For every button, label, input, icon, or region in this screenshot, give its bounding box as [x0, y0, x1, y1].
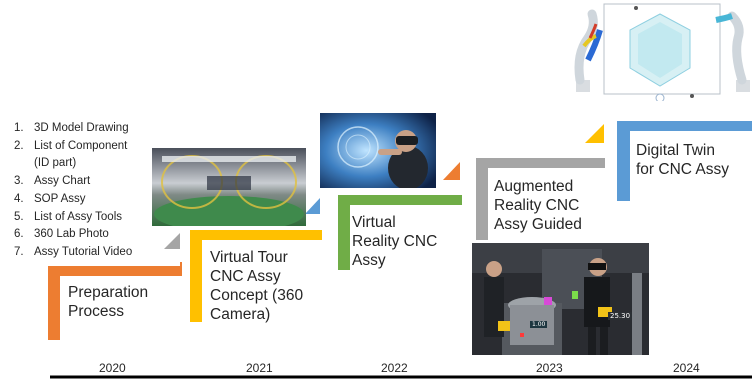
year-2021: 2021 — [246, 361, 273, 375]
step-virtual-reality-shape — [338, 195, 462, 270]
step-preparation-shape — [48, 262, 182, 340]
vr-headset-photo-icon — [320, 113, 436, 188]
arrow-augmented-reality — [585, 124, 604, 143]
arrow-virtual-reality — [443, 162, 460, 180]
step-digital-twin-shape — [617, 121, 752, 201]
year-2022: 2022 — [381, 361, 408, 375]
step-virtual-tour-shape — [190, 230, 322, 322]
list-item: 2.List of Component — [14, 139, 128, 152]
list-item: 3.Assy Chart — [14, 175, 91, 188]
panorama-photo-icon — [152, 148, 306, 226]
year-2024: 2024 — [673, 361, 700, 375]
year-2020: 2020 — [99, 361, 126, 375]
list-item: (ID part) — [34, 157, 77, 170]
robot-arm-digital-twin-icon — [566, 0, 752, 101]
ar-lab-photo-icon: 25.30 1.00 — [472, 243, 649, 355]
list-item: 1.3D Model Drawing — [14, 122, 129, 134]
list-item: 5.List of Assy Tools — [14, 210, 122, 223]
ar-badge-value: 25.30 — [608, 312, 633, 320]
list-item: 4.SOP Assy — [14, 192, 86, 205]
arrow-virtual-tour — [305, 198, 320, 214]
list-item: 6.360 Lab Photo — [14, 228, 109, 241]
preparation-list: 1.3D Model Drawing 2.List of Component (… — [14, 120, 132, 262]
list-item: 7.Assy Tutorial Video — [14, 245, 133, 258]
year-2023: 2023 — [536, 361, 563, 375]
step-augmented-reality-shape — [476, 158, 605, 240]
ar-label-value: 1.00 — [530, 321, 548, 328]
arrow-preparation — [164, 233, 180, 249]
